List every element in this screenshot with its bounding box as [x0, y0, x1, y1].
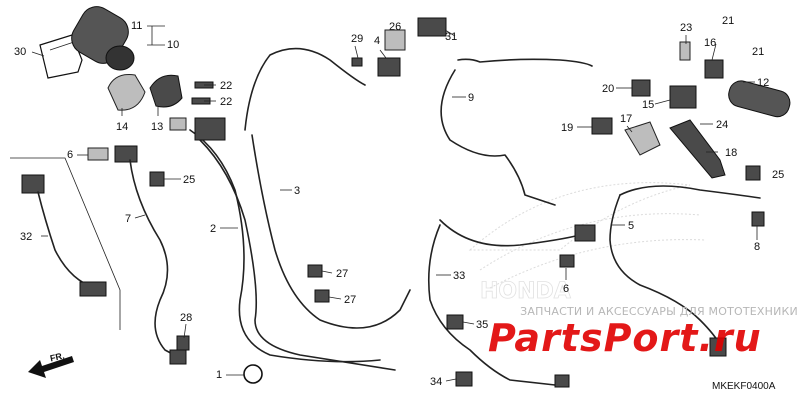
callout-25-left: 25 — [183, 174, 195, 186]
callout-31: 31 — [445, 31, 457, 43]
part-2-3-throttle-cables — [169, 47, 411, 371]
callout-leaders — [31, 25, 758, 382]
callout-24: 24 — [716, 119, 728, 131]
callout-35: 35 — [476, 319, 488, 331]
callout-20: 20 — [602, 83, 614, 95]
part-5-harness — [609, 185, 761, 357]
front-arrow-icon — [28, 356, 74, 378]
part-25-clip-left — [149, 171, 165, 187]
callout-11: 11 — [131, 20, 142, 32]
callout-30: 30 — [14, 46, 26, 58]
part-4-26-cable-clamps — [351, 17, 447, 77]
part-17-19-lever-bracket — [591, 117, 661, 156]
part-25-clip-right — [745, 165, 761, 181]
callout-9: 9 — [468, 92, 474, 104]
part-35-clip — [446, 314, 464, 330]
part-6-clamp-right — [559, 254, 575, 268]
callout-21-bottom: 21 — [752, 46, 764, 58]
callout-17: 17 — [620, 113, 632, 125]
callout-6-left: 6 — [67, 149, 73, 161]
part-7-harness — [129, 159, 187, 365]
callout-12: 12 — [757, 77, 769, 89]
part-14-throttle-housing — [107, 74, 183, 111]
honda-wing-watermark: HONDA — [468, 182, 706, 304]
callout-26: 26 — [389, 21, 401, 33]
part-32-switch-harness — [10, 157, 121, 330]
callout-33: 33 — [453, 270, 465, 282]
watermark-subtitle: ЗАПЧАСТИ И АКСЕССУАРЫ ДЛЯ МОТОТЕХНИКИ — [520, 305, 798, 318]
callout-15: 15 — [642, 99, 654, 111]
callout-3: 3 — [294, 185, 300, 197]
callout-27-top: 27 — [336, 268, 348, 280]
callout-21-top: 21 — [722, 15, 734, 27]
part-11-throttle-grip — [71, 6, 135, 71]
callout-29: 29 — [351, 33, 363, 45]
part-34-clip — [455, 371, 473, 387]
part-12-left-grip — [728, 80, 791, 118]
callout-14: 14 — [116, 121, 128, 133]
callout-28: 28 — [180, 312, 192, 324]
callout-22-bottom: 22 — [220, 96, 232, 108]
callout-4: 4 — [374, 35, 380, 47]
callout-32: 32 — [20, 231, 32, 243]
diagram-code: MKEKF0400A — [712, 381, 776, 392]
callout-8: 8 — [754, 241, 760, 253]
callout-19: 19 — [561, 122, 573, 134]
honda-watermark-text: HONDA — [480, 279, 571, 304]
part-15-16-switch-housing — [631, 41, 724, 109]
callout-7: 7 — [125, 213, 131, 225]
callout-6-right: 6 — [563, 283, 569, 295]
callout-16: 16 — [704, 37, 716, 49]
part-8-clip — [751, 211, 765, 227]
part-18-clutch-lever — [669, 119, 726, 179]
callout-22-top: 22 — [220, 80, 232, 92]
part-1-band — [243, 364, 263, 384]
part-30-grip-sleeve — [39, 34, 83, 79]
callout-34: 34 — [430, 376, 442, 388]
callout-27-bottom: 27 — [344, 294, 356, 306]
callout-23: 23 — [680, 22, 692, 34]
part-33-harness — [427, 219, 596, 388]
part-28-bolt — [176, 335, 190, 351]
callout-2: 2 — [210, 223, 216, 235]
callout-10: 10 — [167, 39, 179, 51]
callout-5: 5 — [628, 220, 634, 232]
part-6-clamp — [87, 145, 138, 163]
callout-18: 18 — [725, 147, 737, 159]
callout-numbers: 1 2 3 4 5 6 6 7 8 9 10 11 12 13 14 15 16… — [14, 15, 784, 388]
watermark-brand: PartsPort.ru — [488, 316, 762, 360]
callout-25-right: 25 — [772, 169, 784, 181]
part-27-clamps — [307, 264, 330, 303]
callout-13: 13 — [151, 121, 163, 133]
part-9-clutch-cable — [440, 58, 593, 206]
callout-1: 1 — [216, 369, 222, 381]
